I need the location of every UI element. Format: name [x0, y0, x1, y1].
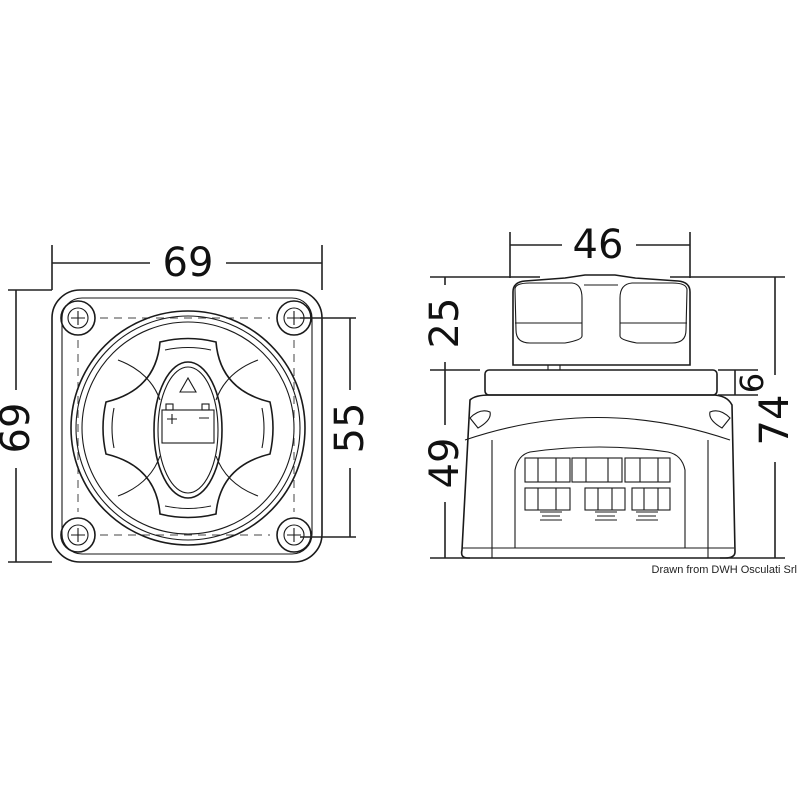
hole-icon [276, 517, 312, 553]
dimension-label: 69 [163, 240, 214, 286]
credit-text: Drawn from DWH Osculati Srl [652, 564, 797, 576]
dimension-label: 25 [422, 298, 468, 349]
dimension-label: 49 [422, 438, 468, 489]
front-dimension-width: 69 [51, 240, 323, 290]
front-dimension-hole-spacing: 55 [300, 317, 373, 538]
front-housing [51, 289, 323, 563]
front-view [51, 289, 323, 563]
side-flange [484, 369, 718, 396]
front-housing-inner [61, 297, 313, 555]
side-dimension-knob-width: 46 [509, 222, 691, 278]
battery-icon [161, 403, 215, 444]
dimension-label: 55 [327, 403, 373, 454]
arrow-up-icon [179, 376, 197, 393]
hole-icon [60, 517, 96, 553]
side-dimension-body-height: 49 [422, 369, 480, 559]
dimension-label: 6 [733, 373, 771, 393]
side-knob [512, 274, 691, 370]
side-dimension-total-height: 74 [670, 276, 798, 559]
side-dimension-knob-height: 25 [422, 276, 540, 370]
front-dimension-height: 69 [0, 289, 52, 563]
side-dimension-flange: 6 [718, 369, 771, 396]
dimension-label: 69 [0, 403, 39, 454]
dimension-label: 74 [752, 395, 798, 446]
hole-icon [60, 300, 96, 336]
dimension-label: 46 [573, 222, 624, 268]
rotary-ring [70, 310, 306, 546]
rotary-knob[interactable] [102, 337, 274, 519]
side-body [460, 394, 736, 559]
terminal-nuts [524, 457, 671, 521]
side-view [460, 274, 736, 559]
